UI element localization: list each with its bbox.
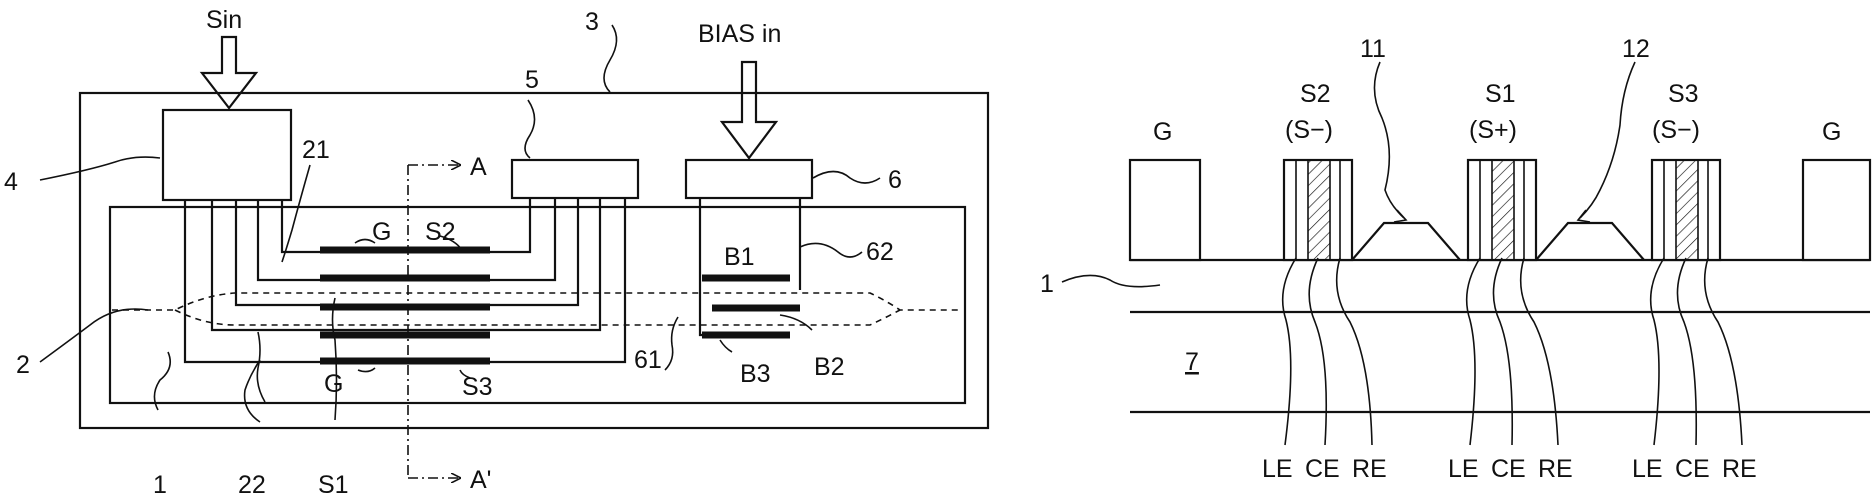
label-s1-sign: (S+) [1469, 116, 1517, 144]
label-61: 61 [634, 346, 662, 374]
signal-electrode-s1 [1466, 158, 1538, 262]
label-b1: B1 [724, 243, 755, 271]
label-6: 6 [888, 166, 902, 194]
sin-label: Sin [206, 6, 242, 34]
label-s2-cross: S2 [1300, 80, 1331, 108]
label-le-3: LE [1632, 455, 1663, 483]
ground-electrode-left [1128, 158, 1202, 262]
electrode-bars [320, 246, 490, 365]
label-s3-plan: S3 [462, 373, 493, 401]
label-1-plan: 1 [153, 471, 167, 499]
ridge-11 [1351, 221, 1461, 261]
substrate-outline [108, 205, 967, 405]
label-le-2: LE [1448, 455, 1479, 483]
label-ce-3: CE [1675, 455, 1710, 483]
label-s3-sign: (S−) [1652, 116, 1700, 144]
label-4: 4 [4, 168, 18, 196]
termination-block [510, 158, 640, 200]
label-21: 21 [302, 136, 330, 164]
label-g-bottom: G [324, 370, 343, 398]
label-le-1: LE [1262, 455, 1293, 483]
package-outline [78, 91, 990, 430]
sin-arrow [199, 35, 259, 110]
label-b2: B2 [814, 353, 845, 381]
label-g-top: G [372, 218, 391, 246]
label-s1-plan: S1 [318, 471, 349, 499]
label-62: 62 [866, 238, 894, 266]
cross-section: G G S2 (S−) S1 (S+) S3 (S−) 11 12 1 7 LE… [1040, 35, 1872, 483]
label-re-3: RE [1722, 455, 1757, 483]
driver-block [161, 108, 293, 202]
label-ce-1: CE [1305, 455, 1340, 483]
ridge-12 [1535, 221, 1645, 261]
signal-electrode-s3 [1650, 158, 1722, 262]
label-re-1: RE [1352, 455, 1387, 483]
label-11: 11 [1360, 35, 1386, 63]
label-a: A [470, 153, 487, 181]
label-s2-plan: S2 [425, 218, 456, 246]
label-g-cross-left: G [1153, 118, 1172, 146]
electrode-leaders [1061, 61, 1743, 446]
ground-electrode-right [1801, 158, 1872, 262]
bias-in-label: BIAS in [698, 20, 781, 48]
label-1-cross: 1 [1040, 270, 1054, 298]
bias-block [684, 158, 814, 200]
label-3: 3 [585, 8, 599, 36]
leader-lines [39, 24, 881, 423]
signal-electrode-s2 [1282, 158, 1354, 262]
bias-arrow [719, 60, 779, 160]
plan-view: Sin BIAS in 3 5 4 21 6 62 2 1 22 61 G S2… [4, 6, 990, 499]
label-s1-cross: S1 [1485, 80, 1516, 108]
label-g-cross-right: G [1822, 118, 1841, 146]
label-s2-sign: (S−) [1285, 116, 1333, 144]
label-s3-cross: S3 [1668, 80, 1699, 108]
bias-electrodes [698, 198, 802, 339]
label-ce-2: CE [1491, 455, 1526, 483]
label-5: 5 [525, 66, 539, 94]
label-2: 2 [16, 351, 30, 379]
label-b3: B3 [740, 360, 771, 388]
label-re-2: RE [1538, 455, 1573, 483]
waveguide [112, 292, 958, 326]
label-22: 22 [238, 471, 266, 499]
label-12: 12 [1622, 35, 1650, 63]
label-a-prime: A' [470, 466, 491, 494]
label-7: 7 [1185, 348, 1199, 376]
